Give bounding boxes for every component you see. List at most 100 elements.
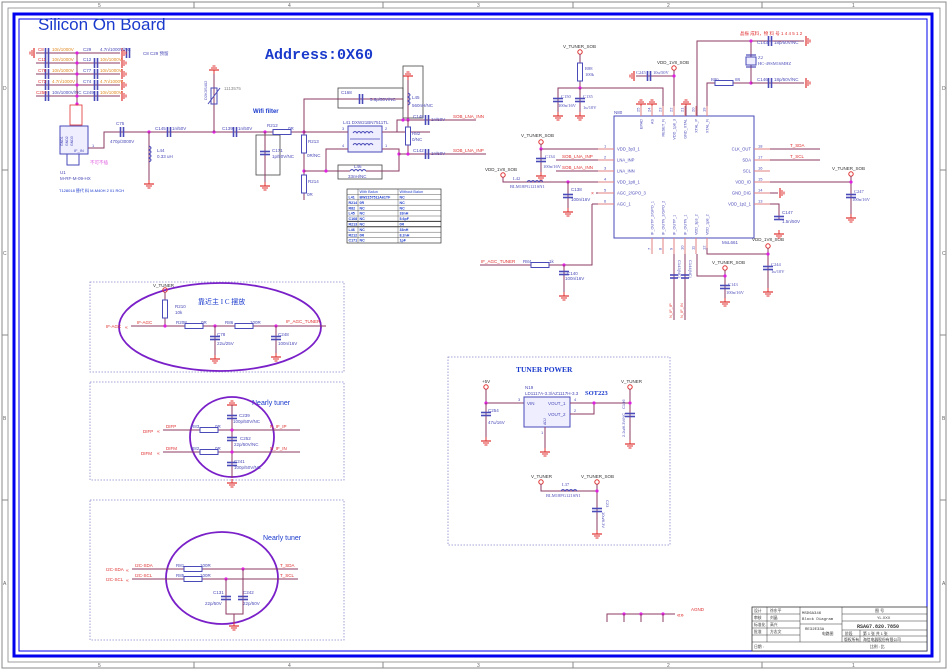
no-connect-mark: ×: [591, 191, 594, 197]
c75-value: 470p/3000V: [110, 139, 134, 144]
cap-ref: C73: [38, 79, 47, 84]
table-cell: NC: [360, 206, 366, 210]
l42-ref: L42: [513, 176, 520, 181]
r82b-value: 0R: [215, 446, 222, 451]
r82b-ref: R82: [191, 446, 200, 451]
c145-ref: C145: [155, 126, 166, 131]
wifi-filter-section: Wifi filter C171 1p/50V/NC R212 0R R213 …: [253, 65, 486, 200]
pin-label: SCL: [743, 169, 752, 174]
ruler-mark: 3: [477, 3, 480, 9]
c168-value: 5.6p/50V/NC: [370, 97, 397, 102]
tb-sheet-info: 第 1 张 共 1 张: [863, 631, 888, 636]
cap-ref: C249: [83, 90, 94, 95]
c135-ref: C135: [583, 94, 594, 99]
net-sob-lna-inn: SOB_LNA_INN: [562, 165, 593, 170]
pin-number: 1: [92, 143, 95, 148]
pin-label: VOUT_1: [548, 401, 566, 406]
cap-ref: C74: [83, 79, 92, 84]
port-arrow-icon: «: [126, 578, 129, 584]
power-net-label: V_TUNER_SOB: [581, 474, 614, 479]
tb-value: 高兴: [770, 622, 778, 627]
rf-input-section: GND1 GND2 GND3 IF_IN 1 U1 M-RF-M-09-HX 不…: [59, 65, 430, 193]
c75-ref: C75: [116, 121, 125, 126]
pin-number: 8: [658, 247, 663, 250]
port-arrow-icon: «: [125, 325, 128, 331]
tb-label: 设计: [754, 608, 762, 613]
r86-value: 100R: [250, 320, 262, 325]
ruler-mark: 5: [98, 663, 101, 669]
net-n-if-ip: N_IF_IP: [270, 424, 287, 429]
c248-value: 100n/16V: [278, 341, 297, 346]
pin-label: XTAL_P: [695, 119, 699, 133]
pin-label: VDD_1p2_1: [728, 202, 751, 207]
c147-ref: C147: [782, 210, 793, 215]
power-net-label: V_TUNER: [531, 474, 553, 479]
bottom-note: T128018 替代 料 M-M40H 2 01 RCH: [59, 187, 124, 193]
ruler-mark: C: [942, 251, 946, 257]
pin-label: IF_IN: [74, 148, 84, 153]
tb-code-label: 图 号: [875, 607, 884, 613]
ruler-mark: D: [942, 86, 946, 92]
ruler-mark: 2: [667, 663, 670, 669]
pin-number: 3: [604, 166, 607, 171]
tvs-diode: [210, 87, 218, 105]
net-sob-lna-inp: SOB_LNA_INP: [562, 154, 593, 159]
r80-value: 0R: [735, 77, 740, 82]
u1-note: 不可不插: [90, 159, 108, 166]
cap-value: 10n/1000V: [52, 68, 74, 73]
table-cell: 0R: [360, 201, 365, 205]
placement-ellipse: [118, 282, 322, 372]
r214-ref: R214: [308, 179, 319, 184]
c252-value: 22p/50V/NC: [234, 442, 259, 447]
r85-ref: R85: [176, 573, 185, 578]
r88-ref: R88: [585, 66, 593, 71]
pin-number: 1: [604, 144, 607, 149]
c139-value: 1n/50V: [238, 126, 252, 131]
pin-number: 4: [604, 177, 607, 182]
c150-value: 100n/16V: [558, 103, 577, 108]
l44-ref: L44: [157, 148, 165, 153]
ruler-mark: A: [942, 581, 946, 587]
net-n-if-in: N_IF_IN: [679, 303, 684, 318]
c143-ref: C143: [728, 282, 739, 287]
z2-ref: Z2: [758, 55, 763, 60]
cap-row: C73 4.7n/1000V C74 4.7n/1000V: [36, 79, 127, 91]
table-cell: NC: [400, 196, 406, 200]
power-net-label: V_TUNER_SOB: [712, 260, 745, 265]
c239-ref: C239: [239, 413, 250, 418]
table-cell: R212: [349, 233, 358, 237]
r83-ref: R83: [191, 424, 200, 429]
c143x-value: 18p/50V/NC: [774, 40, 799, 45]
cap-value: 4.7n/1000V: [100, 79, 123, 84]
agnd-label: AGND: [691, 607, 705, 612]
table-header-cell: With Balun: [360, 190, 378, 194]
pin-number: 15: [758, 177, 763, 182]
agc-block: 靠近主 I C 摆放 V_TUNER R210 10k IF-AGC « IF-…: [89, 281, 345, 373]
l45-ref: L45: [412, 95, 420, 100]
table-cell: 5.6pF: [400, 217, 410, 221]
net-t-scl: T_SCL: [280, 573, 295, 578]
port-difm: DIFM: [141, 451, 152, 456]
net-sob-lna-inp: SOB_LNA_INP: [453, 148, 484, 153]
r86-ref: R86: [225, 320, 234, 325]
c145-value: 1n/50V: [172, 126, 186, 131]
power-net-label: V_TUNER_SOB: [563, 44, 596, 49]
pin-label: EPAD: [640, 119, 644, 129]
pin-label: RESET_N: [662, 119, 666, 137]
pin-label: VDD_3p3_2: [695, 214, 699, 235]
tb-value: 徐东平: [770, 608, 782, 613]
r212-value: 0R: [288, 126, 295, 131]
net-if-agc-tuner: IF_AGC_TUNER: [286, 319, 321, 324]
tb-date-label: 日期 :: [754, 644, 764, 649]
i2c-block: Nearly tuner I2C-SDA « I2C-SDA R81 100R …: [89, 499, 345, 641]
net-t-sda: T_SDA: [790, 143, 805, 148]
port-i2c-sda: I2C-SDA: [106, 567, 124, 572]
c150-ref: C150: [561, 94, 572, 99]
table-header-cell: Without Balun: [400, 190, 424, 194]
pin-number: 9: [669, 247, 674, 250]
cap-net-label: C144(NC): [688, 260, 693, 279]
